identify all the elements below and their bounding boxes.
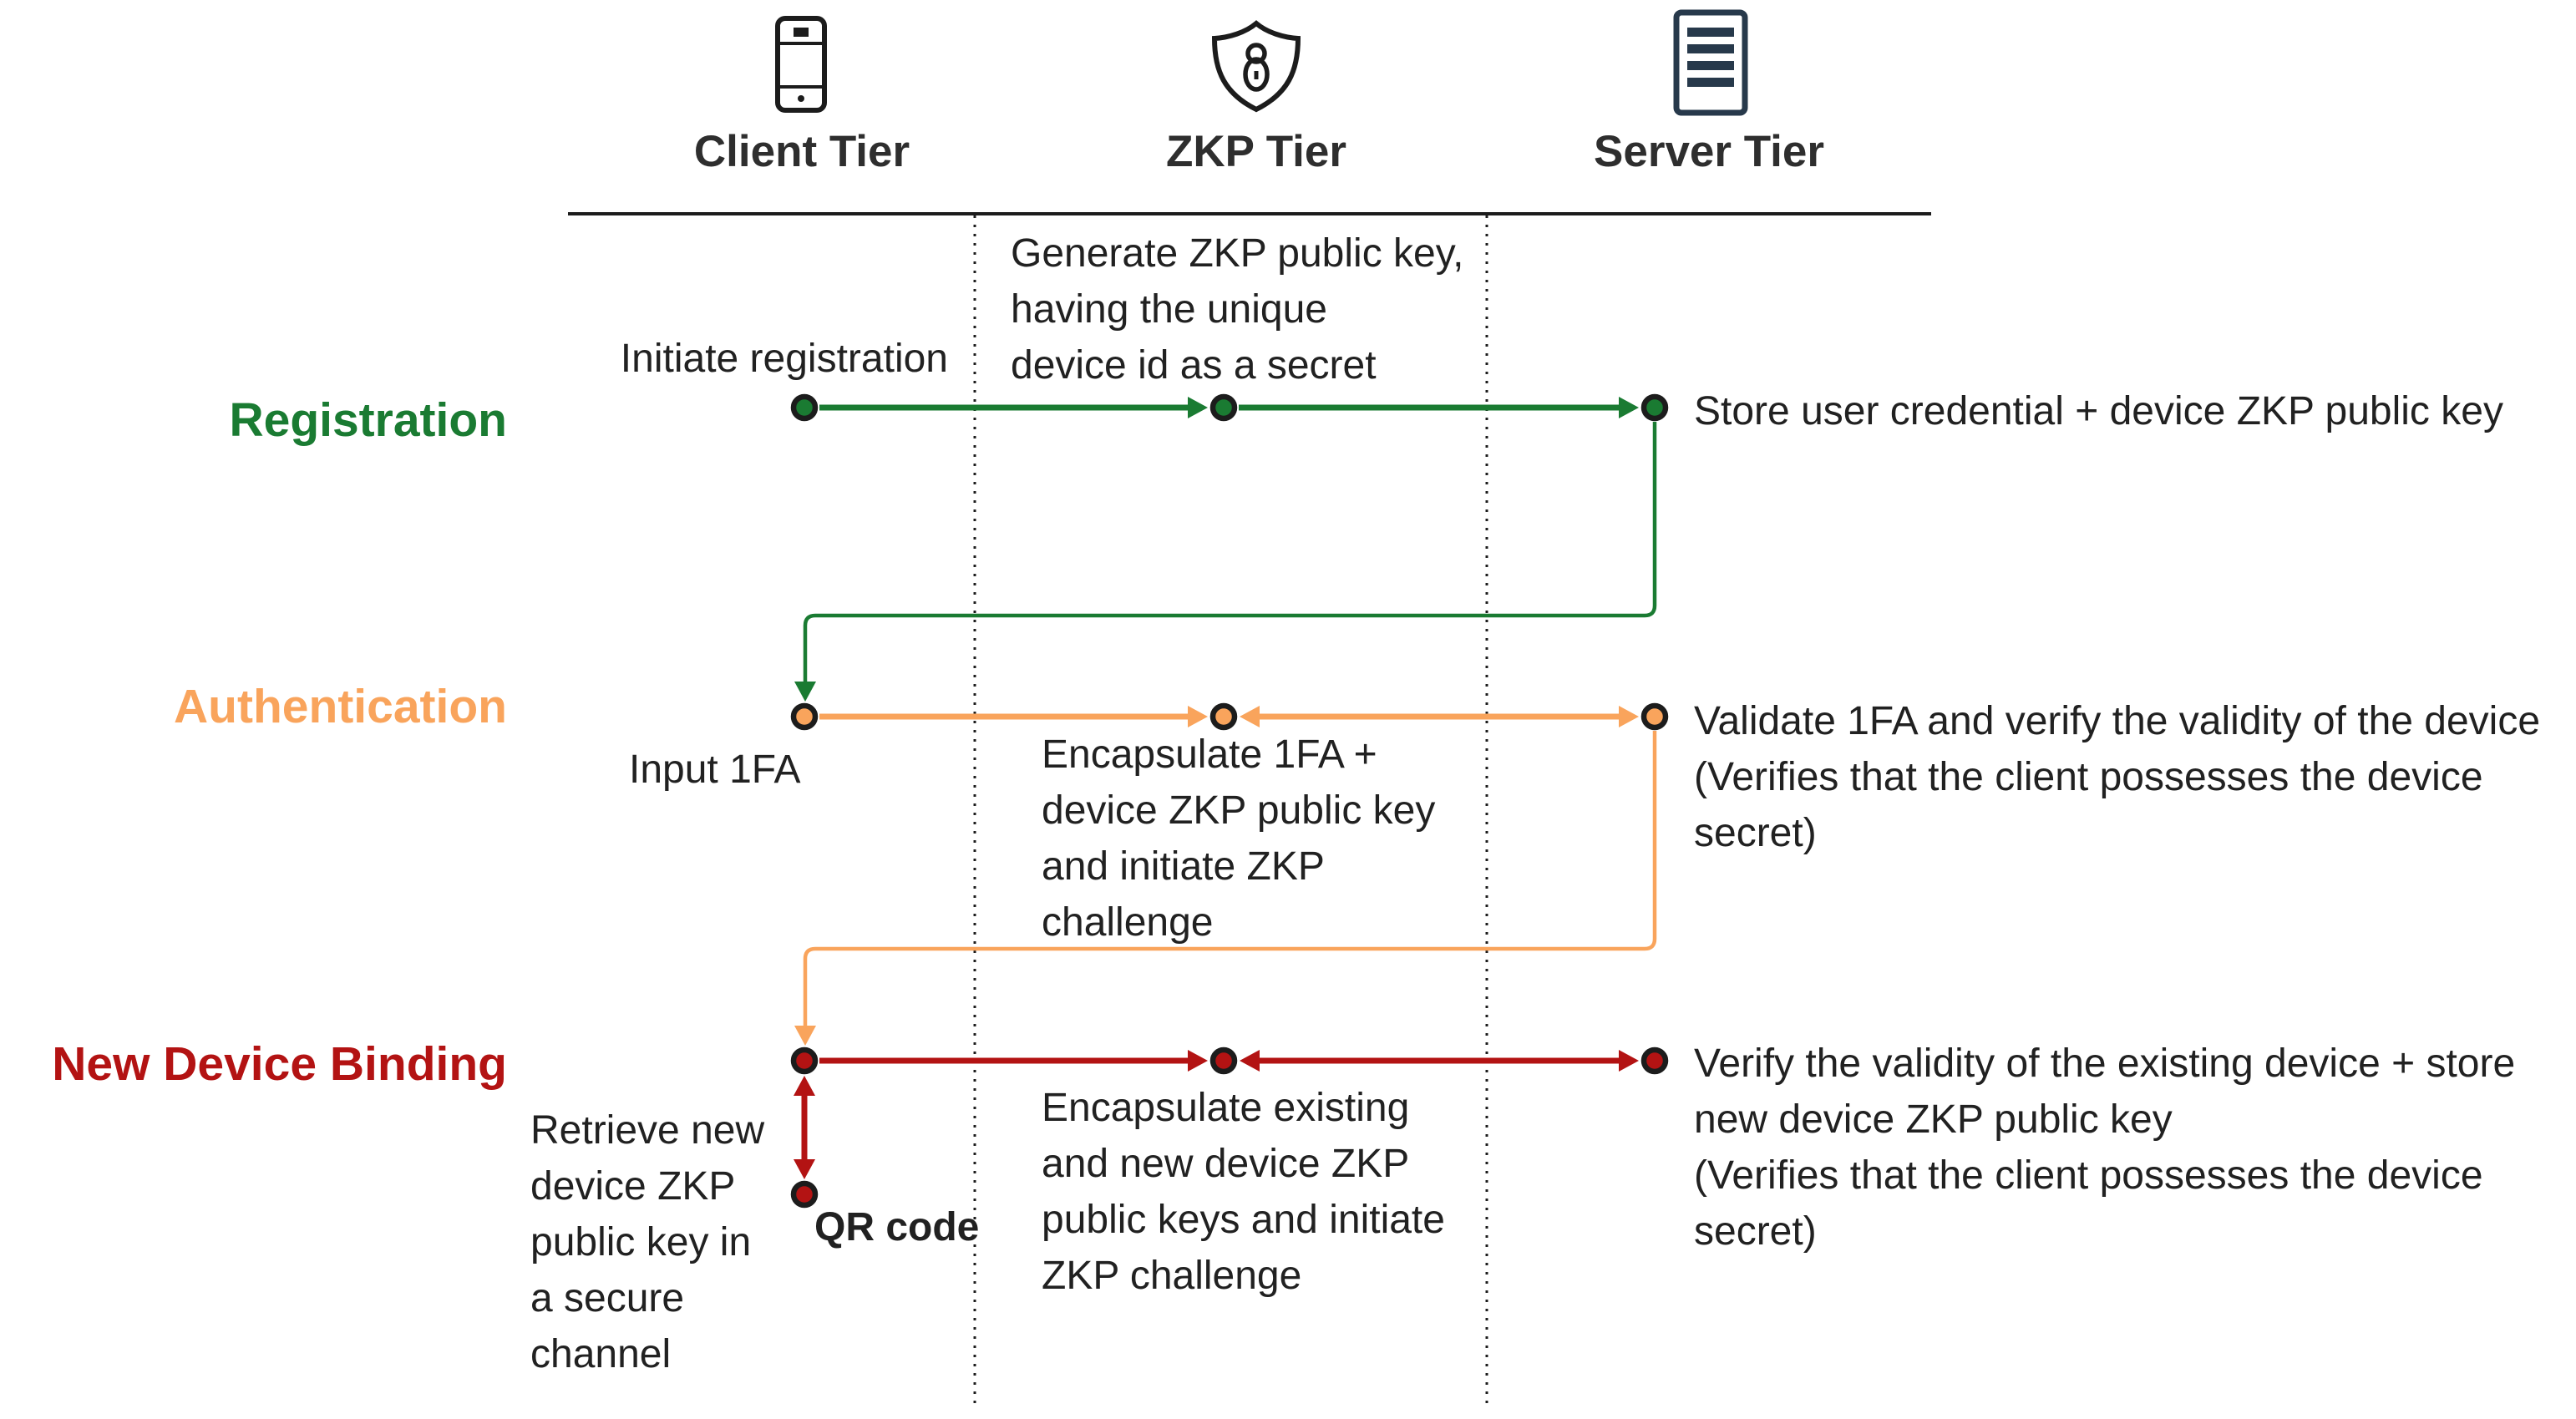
section-label-registration: Registration xyxy=(229,393,507,447)
msg-store-credential: Store user credential + device ZKP publi… xyxy=(1694,389,2503,433)
authentication-return-elbow xyxy=(803,731,1657,1027)
shield-lock-icon xyxy=(1211,20,1301,113)
tier-header-client: Client Tier xyxy=(693,127,910,176)
phone-camera xyxy=(794,28,809,37)
dot-qr-code xyxy=(790,1180,819,1209)
dot-zkp xyxy=(1209,1047,1238,1075)
phone-body xyxy=(775,16,827,113)
registration-flow-lines xyxy=(803,404,1657,683)
lock-body xyxy=(1243,57,1270,92)
registration-dots xyxy=(790,393,1669,422)
server-slot xyxy=(1687,61,1734,70)
registration-arrowheads xyxy=(794,397,1639,702)
arrowhead-down-icon xyxy=(794,1159,815,1179)
msg-validate-1fa: Validate 1FA and verify the validity of … xyxy=(1694,699,2541,855)
dot-server xyxy=(1640,702,1669,731)
authentication-flow-lines xyxy=(803,713,1657,1027)
new-device-binding-dots xyxy=(790,1047,1669,1209)
arrowhead-right-icon xyxy=(1188,706,1208,727)
msg-retrieve-new-device-key: Retrieve new device ZKP public key in a … xyxy=(530,1108,765,1376)
dot-server xyxy=(1640,1047,1669,1075)
authentication-dots xyxy=(790,702,1669,731)
dot-client xyxy=(790,1047,819,1075)
section-label-authentication: Authentication xyxy=(174,680,507,733)
arrowhead-left-icon xyxy=(1240,706,1260,727)
tier-header-server: Server Tier xyxy=(1594,127,1824,176)
new-device-binding-arrowheads xyxy=(794,1050,1639,1179)
lock-shackle xyxy=(1245,43,1267,64)
arrowhead-right-icon xyxy=(1188,1050,1208,1072)
smartphone-icon xyxy=(775,16,827,113)
registration-return-elbow xyxy=(803,422,1657,683)
authentication-arrowheads xyxy=(794,706,1639,1046)
arrowhead-left-icon xyxy=(1240,1050,1260,1072)
dot-zkp xyxy=(1209,702,1238,731)
phone-home-dot xyxy=(798,95,804,102)
arrowhead-right-icon xyxy=(1619,706,1639,727)
msg-encapsulate-existing: Encapsulate existing and new device ZKP … xyxy=(1042,1086,1445,1298)
dot-server xyxy=(1640,393,1669,422)
dot-client xyxy=(790,393,819,422)
event-dots xyxy=(790,393,1669,1209)
new-device-binding-flow-lines xyxy=(801,1057,1620,1161)
msg-input-1fa: Input 1FA xyxy=(629,748,801,792)
server-icon xyxy=(1673,9,1748,116)
msg-generate-zkp-public-key: Generate ZKP public key, having the uniq… xyxy=(1011,231,1464,388)
arrowhead-right-icon xyxy=(1619,397,1639,418)
arrowhead-right-icon xyxy=(1188,397,1208,418)
shield-outline xyxy=(1211,20,1301,113)
server-chassis xyxy=(1673,9,1748,116)
msg-initiate-registration: Initiate registration xyxy=(620,337,948,381)
server-slots xyxy=(1687,28,1734,87)
section-label-new-device-binding: New Device Binding xyxy=(52,1037,507,1091)
arrowhead-right-icon xyxy=(1619,1050,1639,1072)
server-slot xyxy=(1687,78,1734,87)
dot-client xyxy=(790,702,819,731)
server-slot xyxy=(1687,28,1734,37)
msg-qr-code: QR code xyxy=(814,1205,980,1249)
arrowhead-down-icon xyxy=(794,682,816,702)
arrowhead-up-icon xyxy=(794,1076,815,1096)
arrowhead-down-icon xyxy=(794,1026,816,1046)
tier-header-zkp: ZKP Tier xyxy=(1165,127,1347,176)
dot-zkp xyxy=(1209,393,1238,422)
msg-encapsulate-1fa: Encapsulate 1FA + device ZKP public key … xyxy=(1042,732,1436,945)
msg-verify-existing-device: Verify the validity of the existing devi… xyxy=(1694,1041,2516,1254)
server-slot xyxy=(1687,44,1734,53)
